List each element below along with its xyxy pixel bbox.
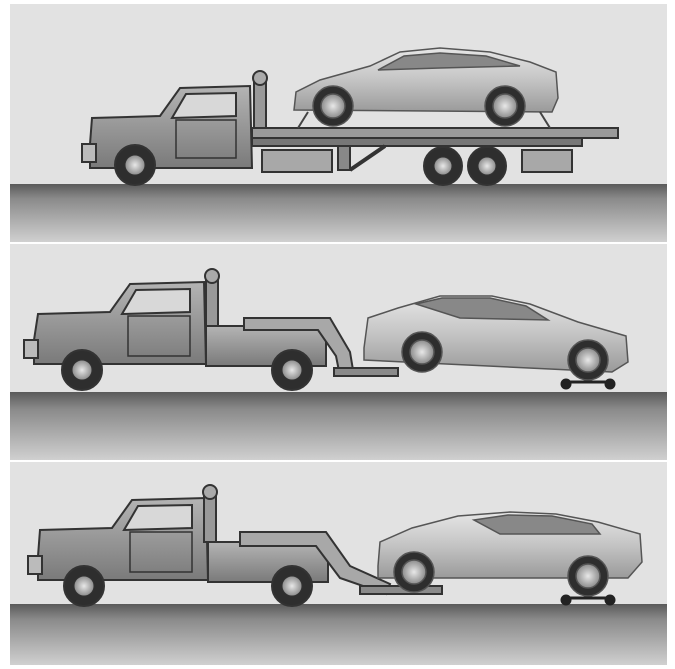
bed-frame — [252, 138, 582, 146]
support-post — [338, 146, 350, 170]
car-rear-rim — [493, 94, 517, 118]
front-bumper — [82, 144, 96, 162]
flatbed-deck — [252, 128, 618, 138]
road — [10, 392, 667, 460]
panel-flatbed — [10, 4, 667, 242]
exhaust-stack — [254, 82, 266, 128]
car-rear-rim — [402, 560, 426, 584]
panel-wheel-lift-front — [10, 244, 667, 460]
road — [10, 604, 667, 665]
tool-box-right — [522, 150, 572, 172]
tool-box — [262, 150, 332, 172]
panel-wheel-lift-rear — [10, 462, 667, 665]
exhaust-stack — [204, 496, 216, 542]
road — [10, 184, 667, 242]
exhaust-stack — [206, 280, 218, 326]
front-rim — [72, 360, 92, 380]
front-bumper — [24, 340, 38, 358]
car-rear-rim — [576, 348, 600, 372]
front-rim — [125, 155, 145, 175]
front-rim — [74, 576, 94, 596]
car-front-rim — [410, 340, 434, 364]
car-front-rim — [576, 564, 600, 588]
exhaust-cap — [253, 71, 267, 85]
car-front-rim — [321, 94, 345, 118]
rear-rim — [282, 576, 302, 596]
front-bumper — [28, 556, 42, 574]
exhaust-cap — [203, 485, 217, 499]
wheel-lift-bar — [334, 368, 398, 376]
rear-rim — [282, 360, 302, 380]
rear-rim-1 — [434, 157, 452, 175]
exhaust-cap — [205, 269, 219, 283]
rear-rim-2 — [478, 157, 496, 175]
